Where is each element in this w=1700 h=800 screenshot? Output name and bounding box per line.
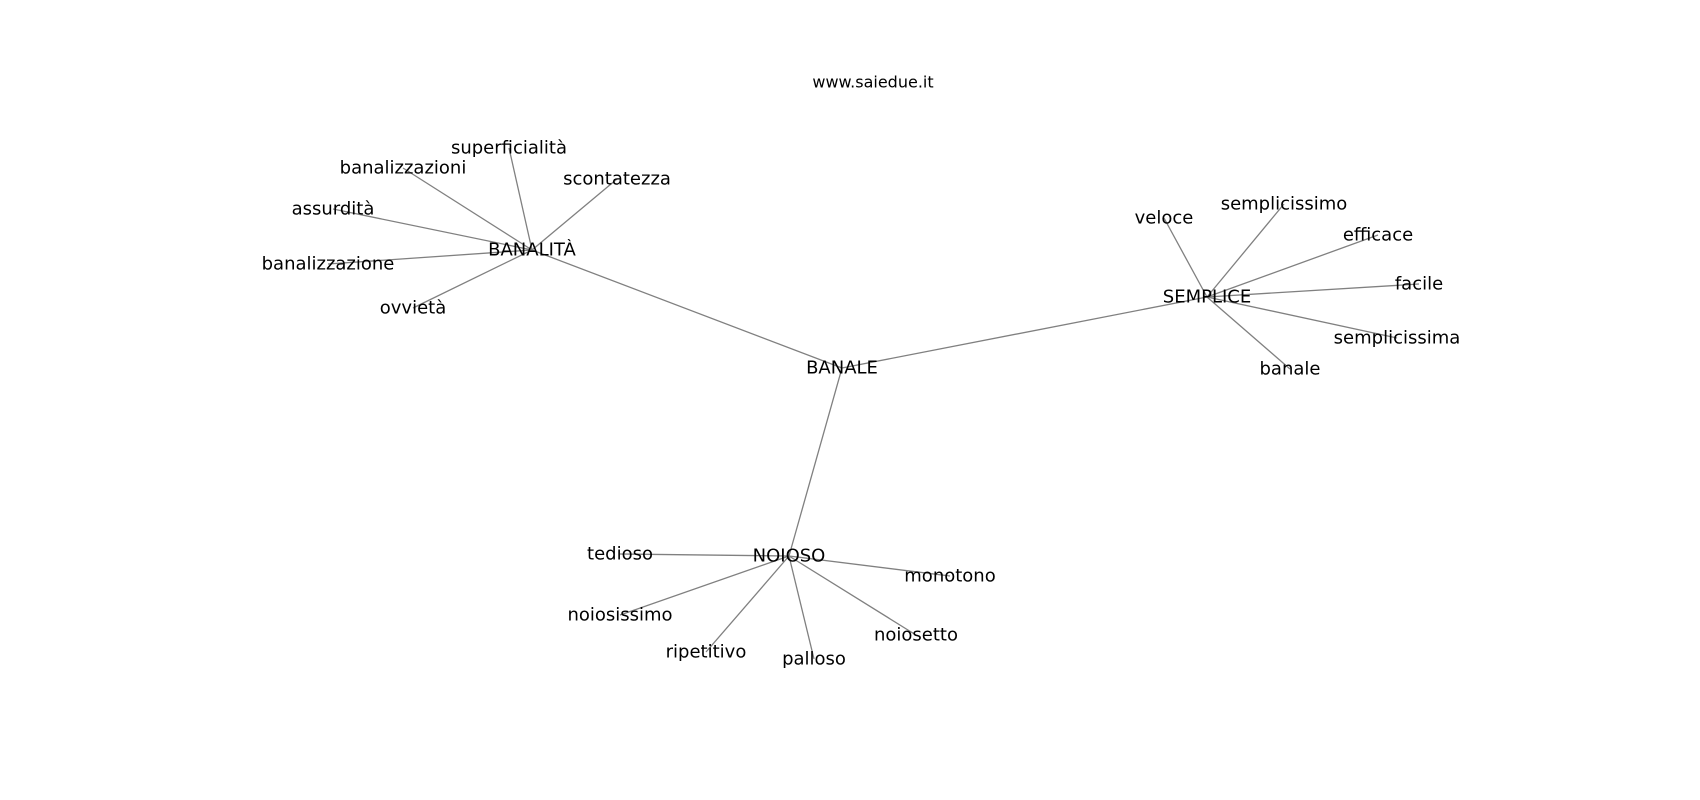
edge-noioso-noiosissimo [619,555,790,616]
edge-semplice-facile [1206,283,1420,298]
node-label-semplicissimo: semplicissimo [1221,194,1348,215]
edge-semplice-semplicissima [1206,296,1398,339]
node-label-monotono: monotono [904,566,995,587]
edge-banalita-scontatezza [531,178,618,251]
graph-node-labels: BANALE BANALITÀ SEMPLICE NOIOSO superficiali… [262,138,1461,670]
edge-banalita-banalizzazioni [402,167,533,251]
edge-banale-semplice [841,296,1208,369]
node-label-banale: banale [1260,359,1321,380]
edge-banalita-ovvieta [412,249,533,309]
edge-noioso-tedioso [619,553,790,557]
graph-edges [327,147,1420,660]
node-label-semplicissima: semplicissima [1334,328,1461,349]
node-label-banalizzazione: banalizzazione [262,254,395,275]
edge-banalita-superficialita [508,147,533,251]
edge-semplice-efficace [1206,234,1379,298]
node-label-tedioso: tedioso [587,544,653,565]
node-label-banale: BANALE [806,358,878,379]
edge-noioso-noiosetto [788,555,917,636]
edge-banale-noioso [788,367,843,557]
watermark-text: www.saiedue.it [812,73,933,92]
node-label-efficace: efficace [1343,225,1413,246]
edge-noioso-palloso [788,555,815,660]
edge-semplice-banale [1206,296,1291,370]
edge-semplice-semplicissimo [1206,203,1285,298]
node-label-facile: facile [1395,274,1443,295]
edge-noioso-ripetitivo [705,555,790,653]
node-label-ripetitivo: ripetitivo [666,642,747,663]
node-label-banalizzazioni: banalizzazioni [340,158,467,179]
node-label-noioso: NOIOSO [753,546,826,567]
node-label-superficialita: superficialità [451,138,567,159]
node-label-veloce: veloce [1135,208,1194,229]
edge-banalita-assurdita [332,208,533,251]
edge-banale-banalita [531,249,843,369]
node-label-palloso: palloso [782,649,846,670]
node-label-assurdita: assurdità [292,199,375,220]
edge-noioso-monotono [788,555,951,577]
edge-banalita-banalizzazione [327,249,533,265]
node-label-semplice: SEMPLICE [1163,287,1251,308]
edge-semplice-veloce [1163,217,1208,298]
node-label-ovvieta: ovvietà [380,298,446,319]
node-label-noiosissimo: noiosissimo [567,605,672,626]
node-label-banalita: BANALITÀ [488,239,576,261]
node-label-scontatezza: scontatezza [563,169,671,190]
node-label-noiosetto: noiosetto [874,625,958,646]
